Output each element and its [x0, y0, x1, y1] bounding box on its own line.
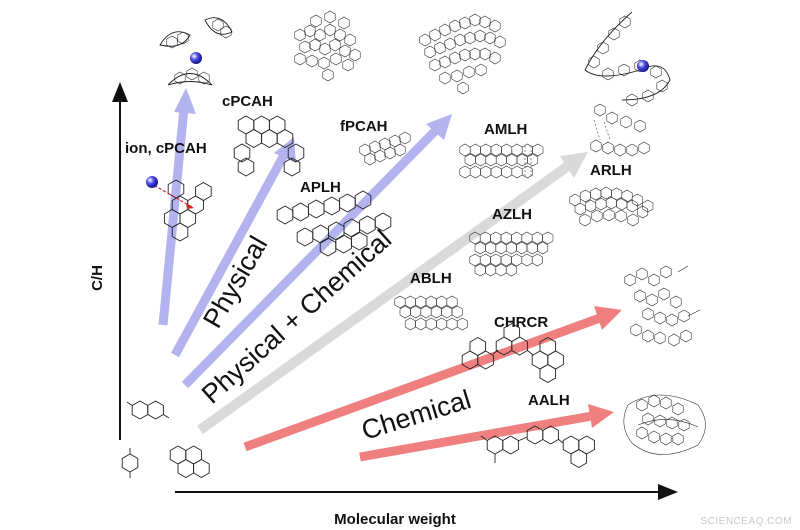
chemical-arrow-2 [359, 404, 614, 462]
label-fpcah: fPCAH [340, 118, 388, 135]
label-aplh: APLH [300, 179, 341, 196]
molecule-ablh [394, 295, 468, 331]
molecule-network [624, 265, 701, 347]
label-chrcr: CHRCR [494, 314, 548, 331]
label-ablh: ABLH [410, 270, 452, 287]
physical-chemical-arrow [197, 152, 588, 435]
x-axis-label: Molecular weight [334, 511, 456, 528]
molecule-cpcah [233, 115, 305, 177]
molecule-arlh [569, 186, 654, 227]
molecule-cpcah-cluster [159, 17, 233, 86]
physical-arrow-1 [158, 88, 196, 326]
label-cpcah: cPCAH [222, 93, 273, 110]
molecule-benzene [121, 448, 139, 478]
label-aalh: AALH [528, 392, 570, 409]
molecule-azlh [469, 231, 554, 277]
molecule-pyrene [169, 445, 210, 478]
molecule-amlh [459, 143, 544, 179]
molecule-ion-cpcah [149, 179, 212, 242]
label-amlh: AMLH [484, 121, 527, 138]
label-arlh: ARLH [590, 162, 632, 179]
ion-sphere-right [637, 60, 649, 72]
ion-sphere-top [190, 52, 202, 64]
label-azlh: AZLH [492, 206, 532, 223]
label-ion-cpcah: ion, cPCAH [125, 140, 207, 157]
molecule-disordered-cluster [623, 394, 706, 455]
molecule-chrcr [461, 323, 564, 383]
ion-sphere [146, 176, 158, 188]
watermark: SCIENCEAQ.COM [700, 516, 792, 527]
molecule-aalh [480, 425, 595, 468]
molecule-naphthalene [126, 400, 170, 420]
molecule-cpcah-aggregate [294, 10, 361, 82]
chemical-arrow-1 [243, 306, 622, 452]
physical-arrow-3 [181, 114, 452, 389]
molecule-stacked-aggregate [419, 13, 506, 95]
y-axis-label: C/H [89, 265, 106, 291]
molecule-arlh-coil [584, 11, 671, 157]
physical-arrow-2 [171, 137, 296, 358]
